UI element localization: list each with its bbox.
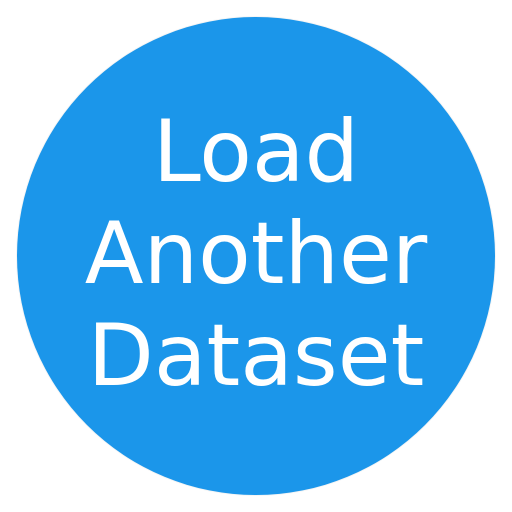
button-label-line-2: Another	[84, 204, 428, 304]
button-label: Load Another Dataset	[85, 101, 427, 407]
button-label-line-3: Dataset	[87, 306, 425, 406]
button-label-line-1: Load	[152, 102, 360, 202]
load-another-dataset-button[interactable]: Load Another Dataset	[17, 17, 495, 495]
